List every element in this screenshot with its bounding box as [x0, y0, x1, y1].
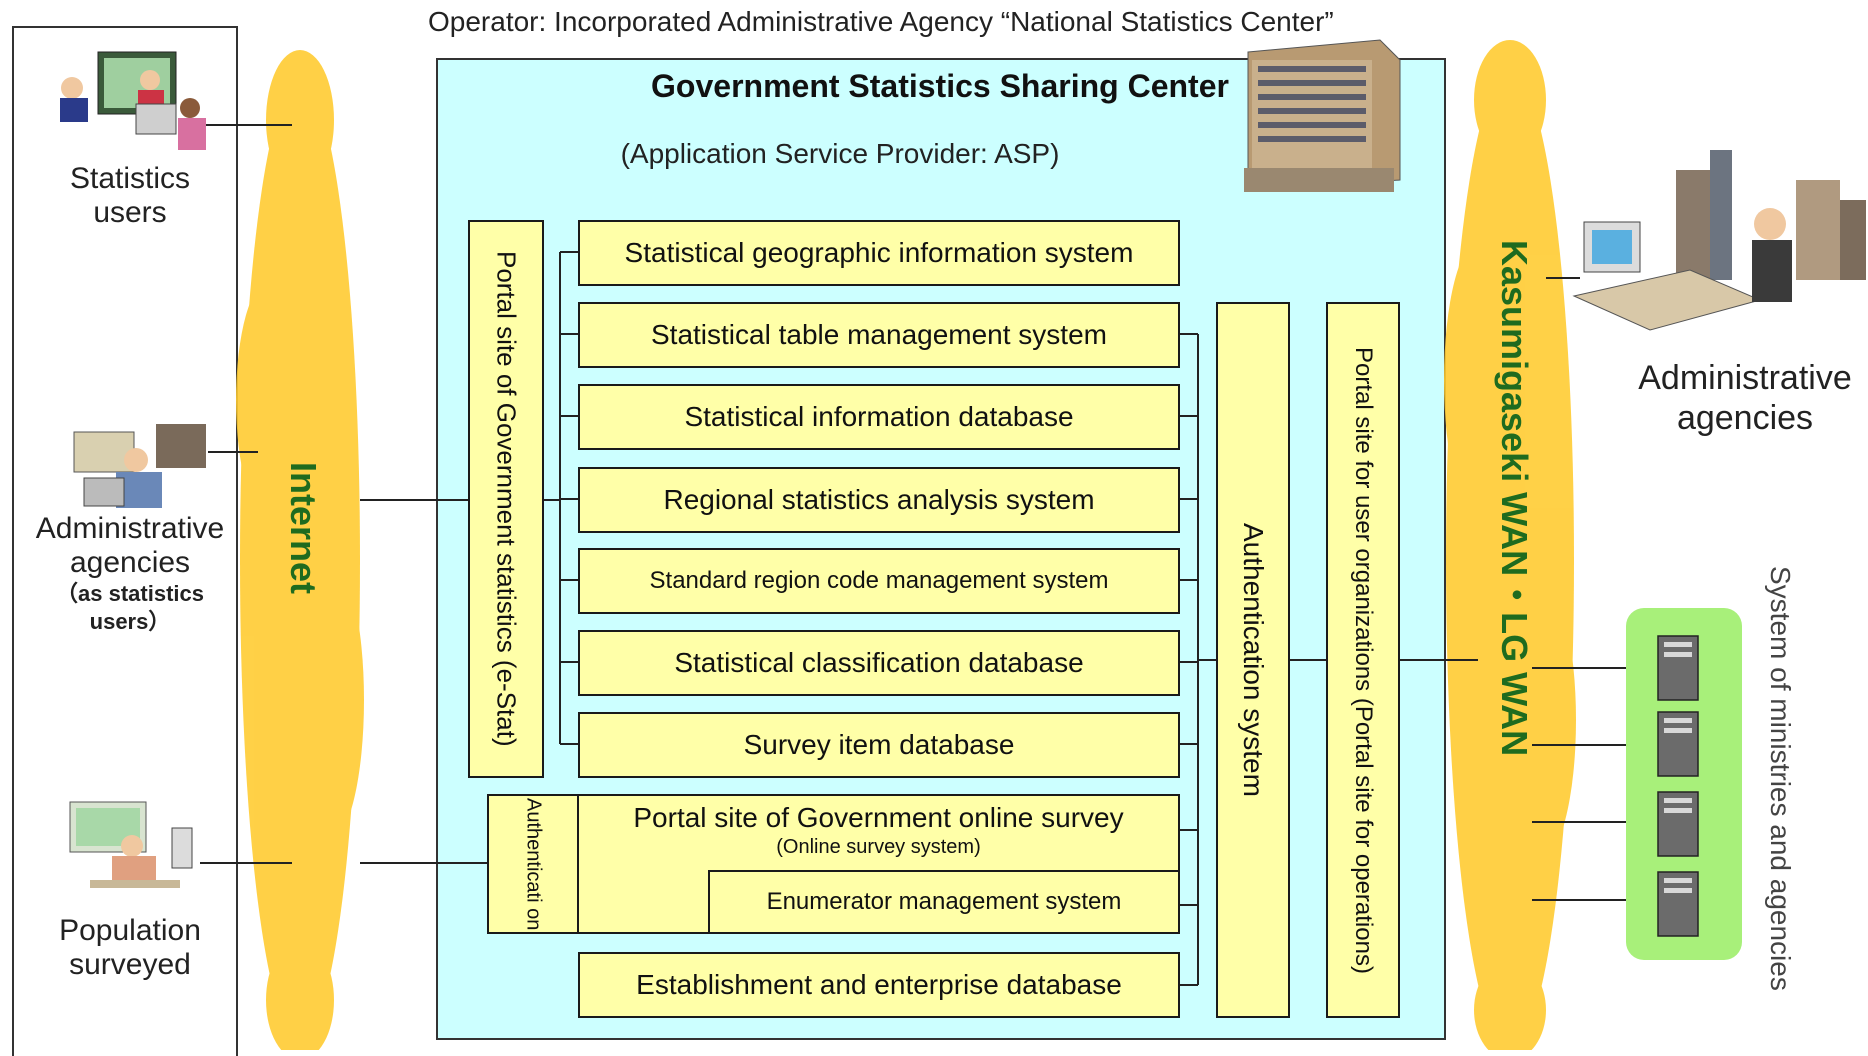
- table-system-label: Statistical table management system: [651, 319, 1107, 350]
- center-subtitle: (Application Service Provider: ASP): [620, 138, 1060, 169]
- regional-system-box[interactable]: Regional statistics analysis system: [578, 467, 1180, 533]
- population-caption: Population surveyed: [59, 914, 201, 981]
- estat-portal-label: Portal site of Government statistics (e-…: [491, 251, 522, 747]
- center-title: Government Statistics Sharing Center: [651, 68, 1229, 104]
- regional-system-label: Regional statistics analysis system: [663, 484, 1095, 515]
- operator-label: Operator: Incorporated Administrative Ag…: [428, 6, 1334, 37]
- auth-system-box[interactable]: Authentication system: [1216, 302, 1290, 1018]
- establishment-db-box[interactable]: Establishment and enterprise database: [578, 952, 1180, 1018]
- admin-users-caption: Administrative agencies （as statistics u…: [35, 512, 225, 634]
- server-icon: [1657, 635, 1699, 937]
- ministries-label: System of ministries and agencies: [1765, 566, 1796, 991]
- classification-db-label: Statistical classification database: [674, 647, 1084, 678]
- user-orgs-portal-label: Portal site for user organizations (Port…: [1350, 346, 1377, 974]
- establishment-db-label: Establishment and enterprise database: [636, 969, 1122, 1000]
- ministries-panel: [1626, 608, 1742, 960]
- admin-agencies-caption: Administrative agencies: [1638, 359, 1852, 437]
- enumerator-box[interactable]: Enumerator management system: [708, 870, 1180, 934]
- region-code-label: Standard region code management system: [649, 567, 1109, 594]
- enumerator-label: Enumerator management system: [766, 888, 1122, 915]
- geo-system-box[interactable]: Statistical geographic information syste…: [578, 220, 1180, 286]
- online-auth-box[interactable]: Authenticati on: [487, 794, 579, 934]
- user-orgs-portal-box[interactable]: Portal site for user organizations (Port…: [1326, 302, 1400, 1018]
- survey-item-db-box[interactable]: Survey item database: [578, 712, 1180, 778]
- table-system-box[interactable]: Statistical table management system: [578, 302, 1180, 368]
- online-survey-sublabel: (Online survey system): [776, 836, 981, 858]
- statistics-users-caption: Statistics users: [69, 162, 191, 229]
- internet-label: Internet: [283, 462, 324, 595]
- classification-db-box[interactable]: Statistical classification database: [578, 630, 1180, 696]
- info-db-label: Statistical information database: [684, 401, 1074, 432]
- region-code-box[interactable]: Standard region code management system: [578, 548, 1180, 614]
- survey-item-db-label: Survey item database: [743, 729, 1015, 760]
- info-db-box[interactable]: Statistical information database: [578, 384, 1180, 450]
- left-frame: [12, 26, 238, 1056]
- geo-system-label: Statistical geographic information syste…: [624, 237, 1134, 268]
- wan-label: Kasumigaseki WAN・LG WAN: [1494, 240, 1535, 757]
- estat-portal-box[interactable]: Portal site of Government statistics (e-…: [468, 220, 544, 778]
- worker-with-buildings-icon: [1572, 150, 1866, 331]
- online-auth-label: Authenticati on: [522, 797, 545, 931]
- online-survey-label: Portal site of Government online survey: [633, 802, 1124, 833]
- auth-system-label: Authentication system: [1238, 523, 1269, 797]
